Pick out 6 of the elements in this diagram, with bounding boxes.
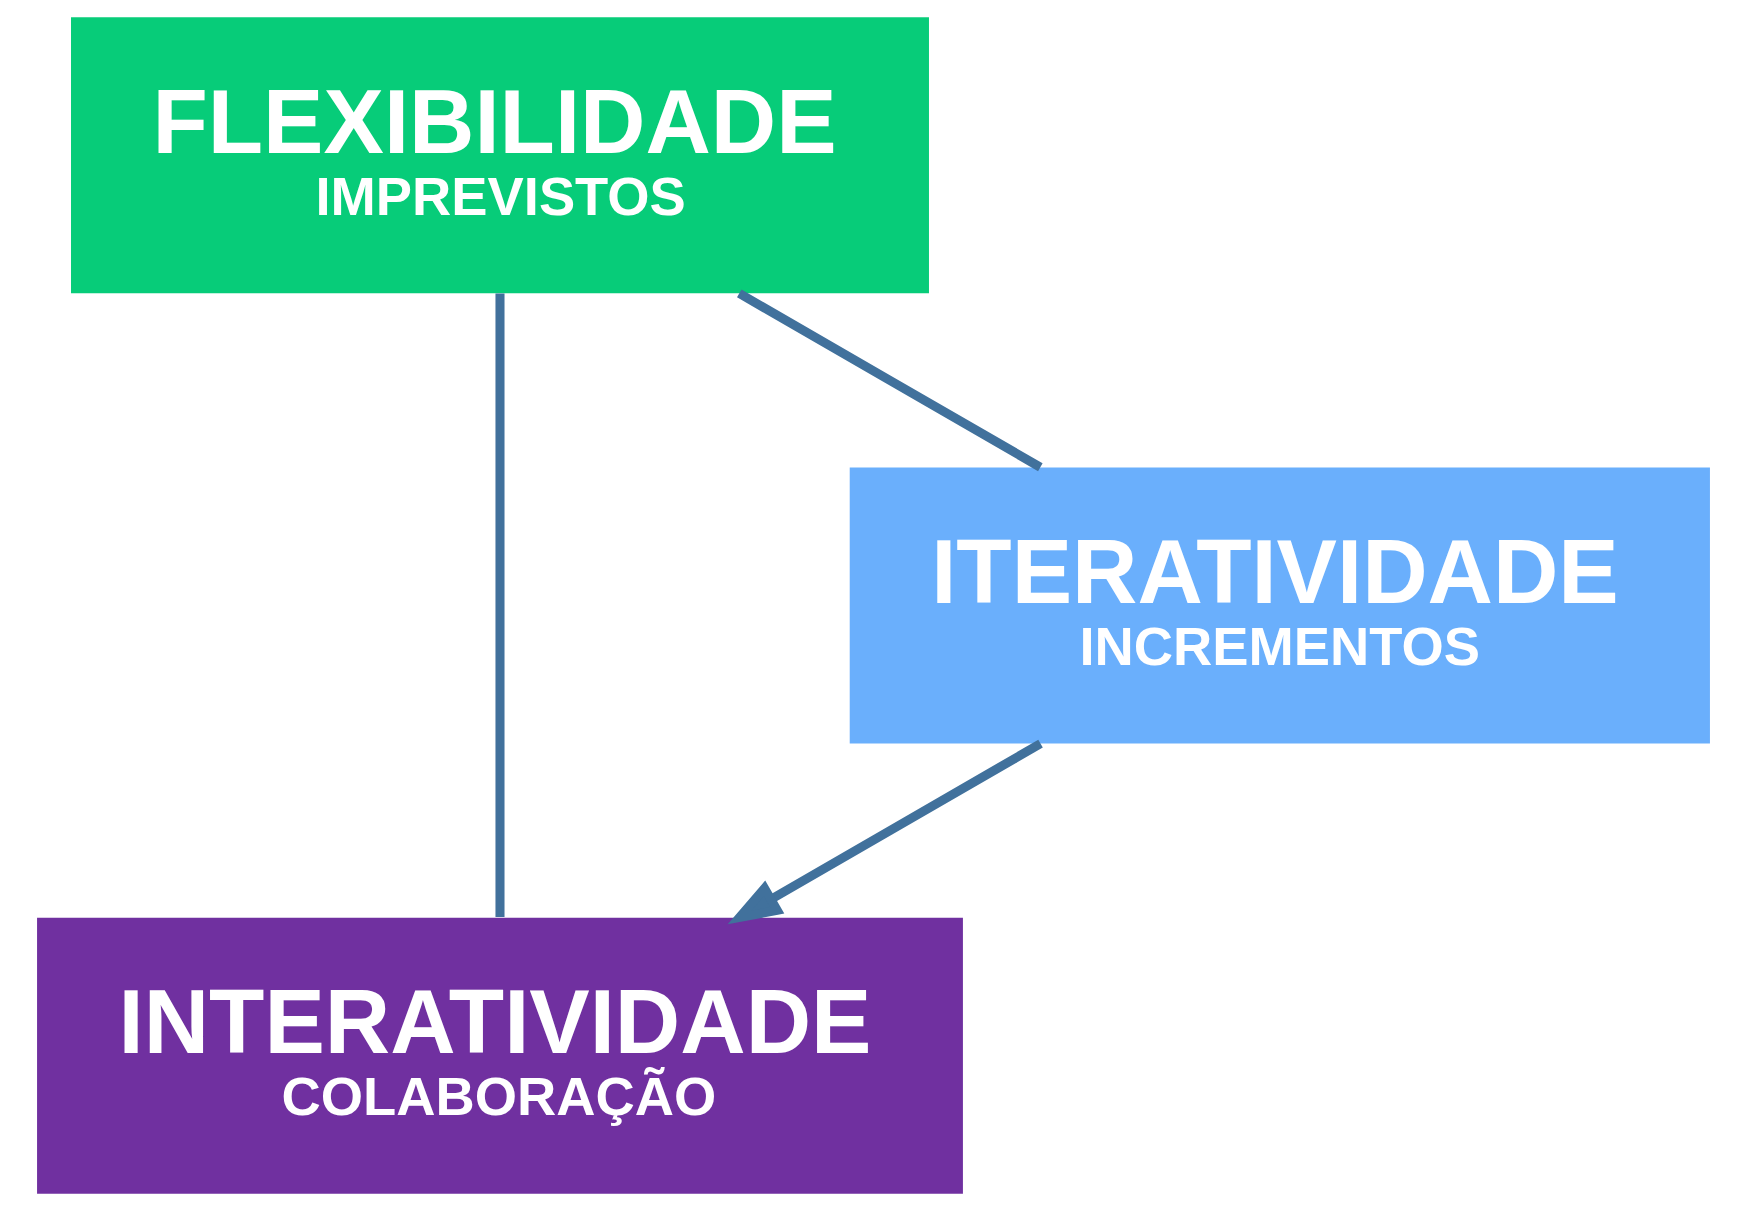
arrow	[727, 739, 1043, 925]
node-box: INTERATIVIDADE COLABORAÇÃO	[36, 917, 963, 1194]
node-box: ITERATIVIDADE INCREMENTOS	[849, 467, 1710, 744]
connector	[494, 293, 504, 917]
node-box: FLEXIBILIDADE IMPREVISTOS	[70, 17, 929, 294]
connector	[736, 289, 1043, 472]
